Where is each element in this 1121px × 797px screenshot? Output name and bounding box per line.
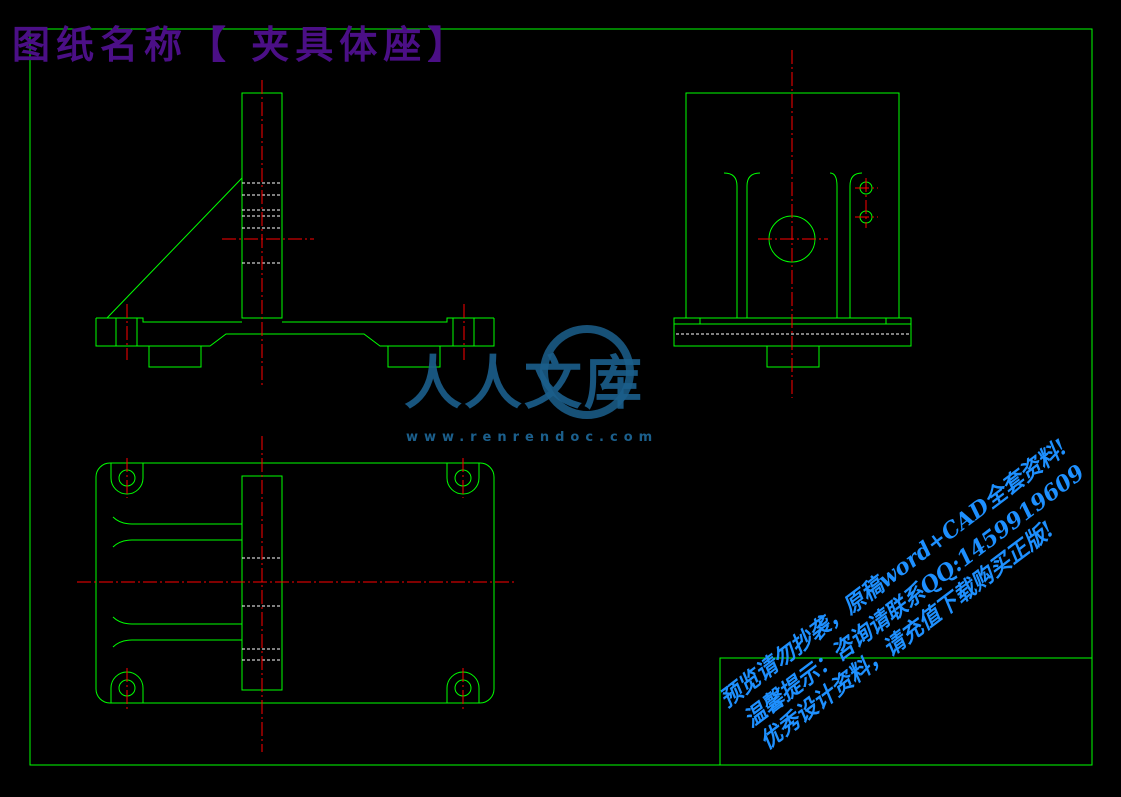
side-view bbox=[673, 50, 912, 398]
watermark-logo bbox=[540, 325, 634, 419]
drawing-title: 图纸名称【 夹具体座】 bbox=[12, 22, 472, 67]
drawing-border bbox=[29, 28, 1093, 766]
front-view bbox=[95, 80, 495, 385]
watermark-brand: 人人文库 bbox=[404, 349, 645, 417]
watermark-url: www.renrendoc.com bbox=[406, 430, 659, 445]
top-view bbox=[77, 436, 515, 752]
title-block bbox=[719, 657, 1093, 766]
